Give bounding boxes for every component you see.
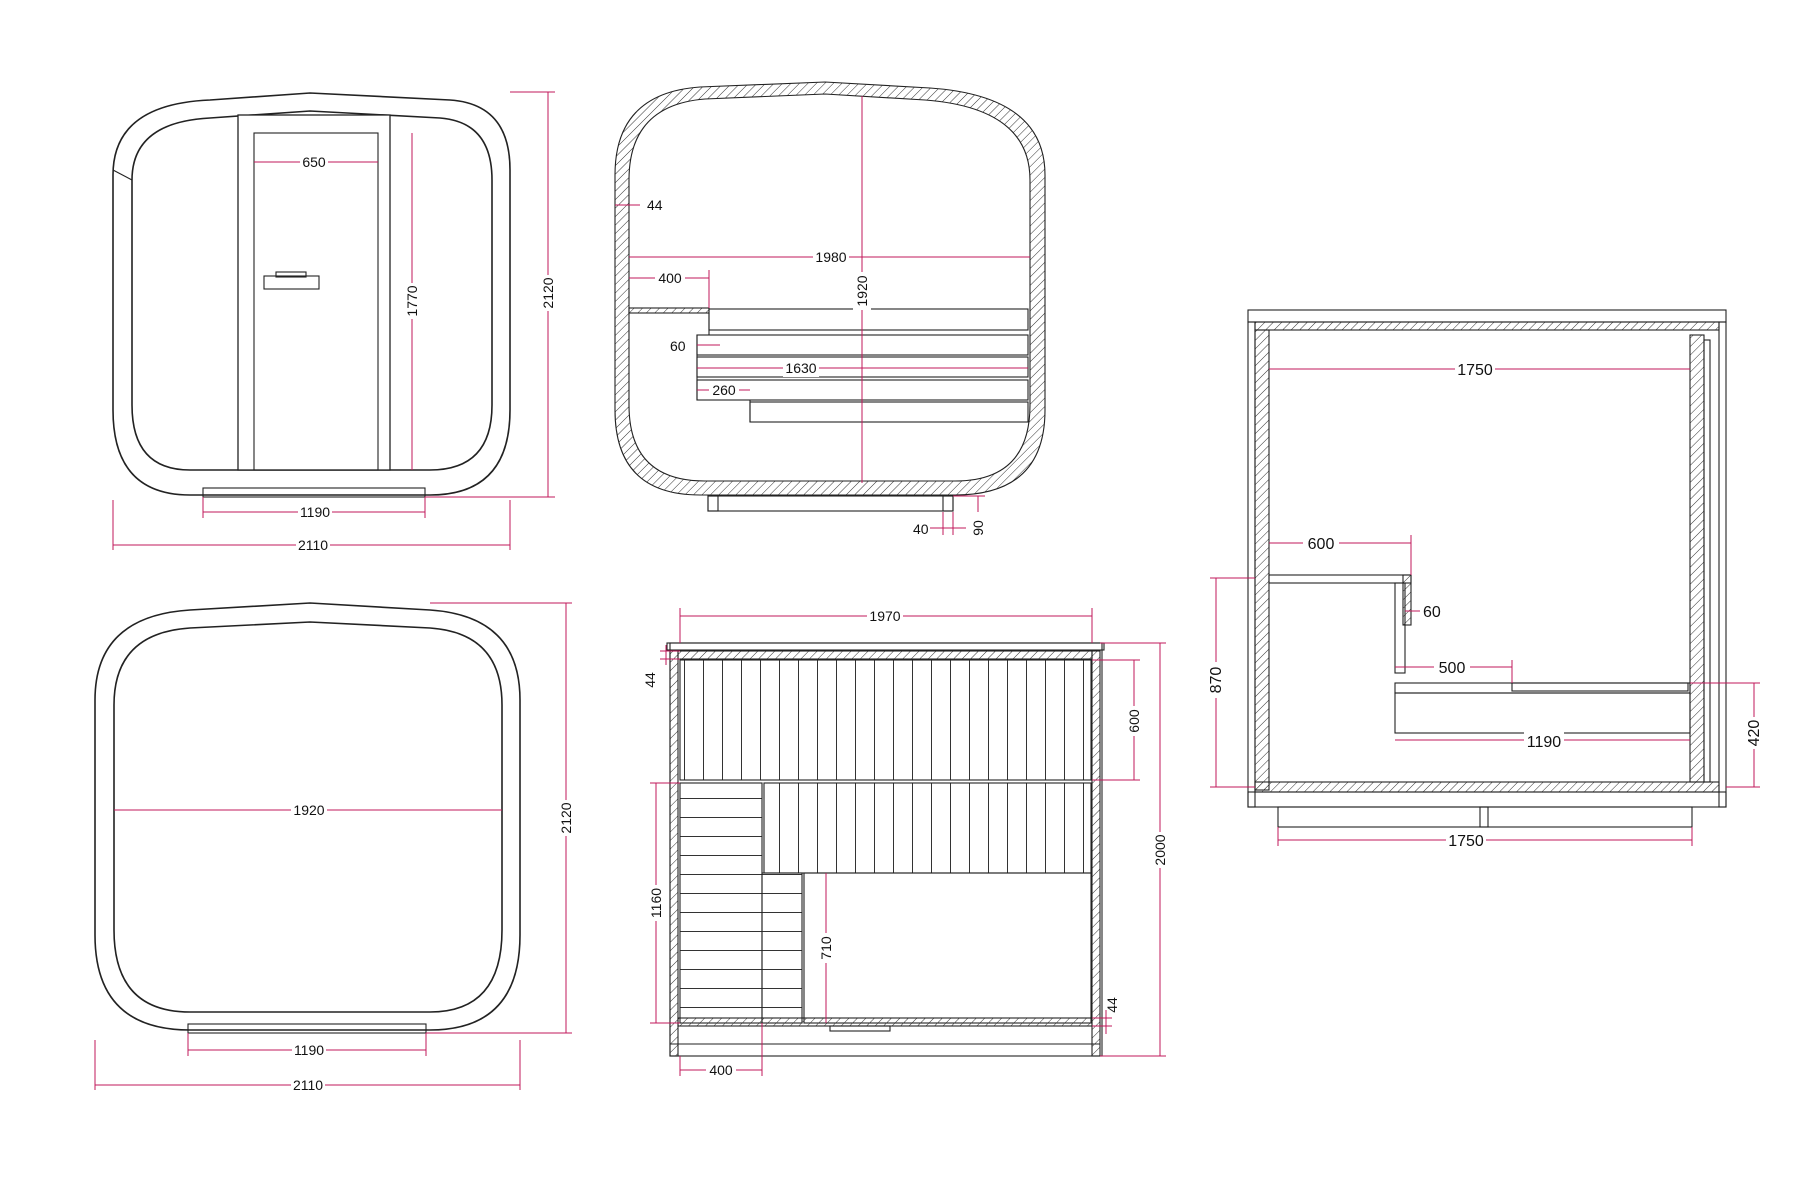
side-upper-bench (1268, 574, 1412, 584)
dim-front-width: 2110 (298, 537, 328, 553)
dim-plan-lower-length: 1160 (648, 888, 664, 918)
dim-back-inner-width: 1920 (293, 802, 324, 818)
dim-plan-wall-top: 44 (642, 672, 658, 688)
door-handle (263, 275, 320, 290)
plan-step-left (679, 782, 763, 1024)
dim-inner-width: 1980 (815, 249, 846, 265)
side-upper-bench-front (1402, 574, 1412, 626)
dim-bench-depth: 1630 (785, 360, 816, 376)
plan-wall-bottom (677, 1017, 1093, 1027)
side-left-post (1247, 321, 1256, 808)
side-section-view: 1750 600 60 870 500 1190 420 1750 (1207, 309, 1763, 850)
plan-step-middle (761, 872, 803, 1024)
dim-side-bench-depth: 600 (1308, 536, 1335, 553)
front-base-plinth (202, 487, 426, 498)
front-view: 650 1770 2120 1190 2110 (112, 91, 557, 554)
back-view: 1920 2120 1190 2110 (94, 602, 575, 1094)
section-shell-wall (614, 81, 1046, 496)
plan-middle-bench (763, 782, 1092, 874)
dim-skid: 40 (913, 521, 929, 537)
side-lower-bench-base (1394, 692, 1691, 734)
dim-lower-step: 260 (712, 382, 736, 398)
side-door-strip (1703, 339, 1711, 783)
side-step-riser (1394, 582, 1406, 674)
section-base-frame (707, 495, 954, 512)
section-bench-row-5 (749, 401, 1029, 423)
dim-side-bench-height: 870 (1208, 667, 1225, 694)
dim-skid-height: 90 (970, 520, 986, 536)
plan-upper-bench (679, 659, 1092, 781)
section-skid-right (942, 495, 954, 512)
back-outer-shell (94, 602, 521, 1031)
plan-wall-top (677, 650, 1093, 660)
side-right-post (1718, 321, 1727, 808)
side-lower-bench-slats (1511, 682, 1689, 692)
dim-door-width: 650 (302, 154, 326, 170)
dim-back-width: 2110 (293, 1077, 323, 1093)
plan-wall-right (1091, 650, 1101, 1057)
dim-step: 60 (670, 338, 686, 354)
dim-side-lower-height: 420 (1746, 720, 1763, 747)
dim-side-lower-length: 1190 (1527, 734, 1562, 751)
dim-plan-lower-depth: 710 (818, 936, 834, 960)
dim-back-height: 2120 (558, 802, 574, 833)
back-inner-shell (113, 621, 503, 1013)
dim-bench-top: 400 (658, 270, 682, 286)
dim-back-base: 1190 (294, 1042, 324, 1058)
front-corner-line (112, 169, 133, 181)
section-bench-ledge (628, 307, 710, 314)
dim-inner-height: 1920 (854, 275, 870, 306)
dim-plan-upper-depth: 600 (1126, 709, 1142, 733)
dim-front-height: 2120 (540, 277, 556, 308)
side-right-wall (1689, 334, 1705, 783)
back-base-plinth (187, 1023, 427, 1034)
door-handle-top (275, 271, 307, 278)
section-view: 44 1980 400 1920 60 1630 260 40 90 (614, 81, 1046, 537)
dim-plan-length: 2000 (1152, 834, 1168, 865)
side-ceiling (1254, 321, 1720, 331)
dim-wall: 44 (647, 197, 663, 213)
front-door-frame (237, 114, 391, 471)
section-bench-top (708, 308, 1029, 331)
plan-view: 1970 44 600 2000 1160 710 44 400 (642, 607, 1169, 1079)
front-inner-shell (131, 110, 493, 471)
front-outer-shell (112, 92, 511, 496)
plan-wall-left (669, 650, 679, 1057)
plan-roof-edge (666, 642, 1105, 651)
section-skid-left (707, 495, 719, 512)
side-roof (1247, 309, 1727, 323)
front-door-leaf (253, 132, 379, 471)
dim-plan-width: 1970 (869, 608, 900, 624)
plan-floor-area (803, 872, 1092, 1024)
side-floor-frame (1247, 791, 1727, 808)
side-left-wall (1254, 329, 1270, 791)
dim-side-base-length: 1750 (1448, 833, 1484, 850)
dim-side-inner-width: 1750 (1457, 362, 1493, 379)
dim-front-base: 1190 (300, 504, 330, 520)
dim-side-step: 60 (1423, 604, 1441, 621)
side-foundation-post (1479, 806, 1489, 828)
dim-plan-step-width: 400 (709, 1062, 733, 1078)
plan-door-threshold (829, 1025, 891, 1032)
side-floor (1254, 781, 1720, 793)
dim-plan-wall-bottom: 44 (1104, 997, 1120, 1013)
dim-side-lower-depth: 500 (1439, 660, 1466, 677)
dim-door-height: 1770 (404, 285, 420, 316)
side-foundation (1277, 806, 1693, 828)
